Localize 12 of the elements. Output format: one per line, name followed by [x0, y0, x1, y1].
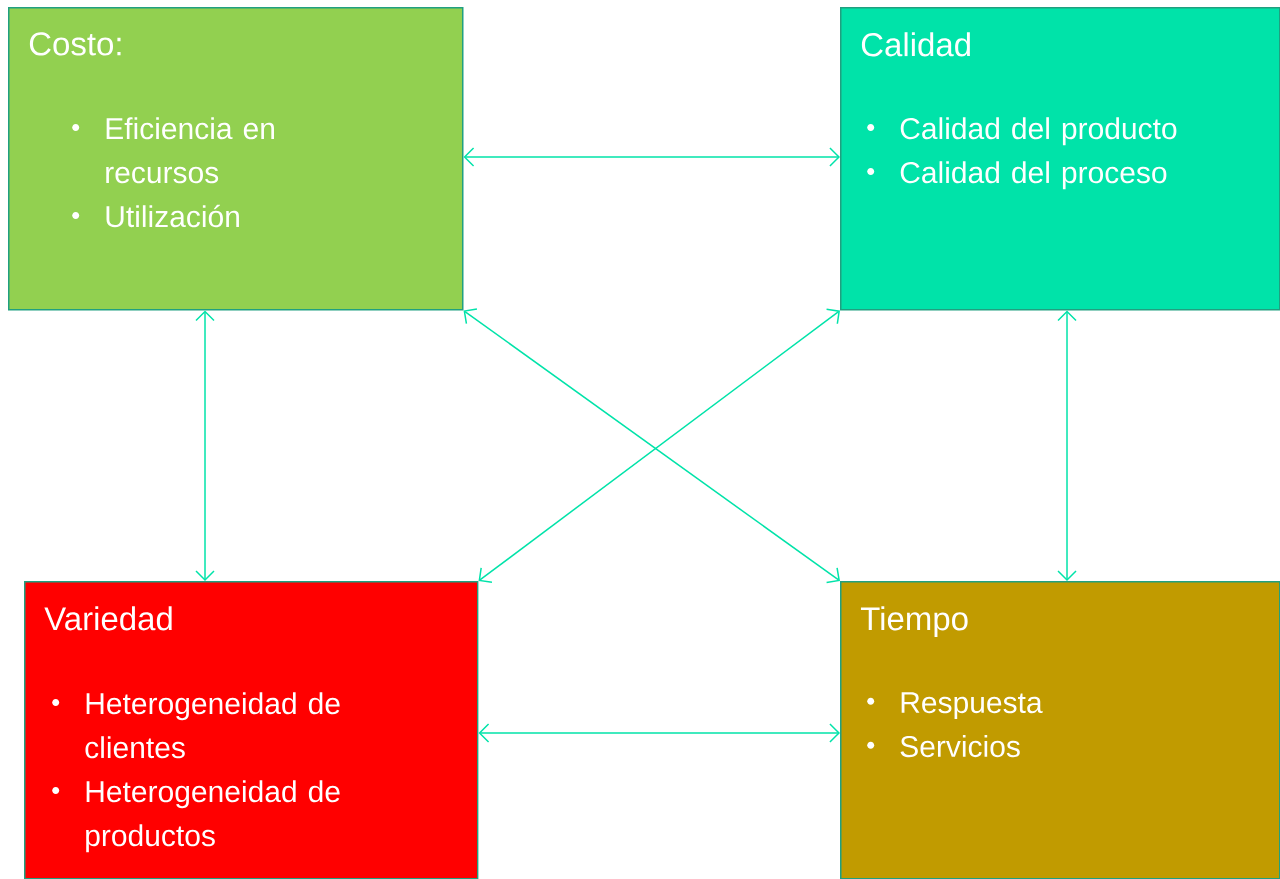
box-heading: Tiempo: [860, 606, 968, 637]
box-heading: Variedad: [44, 606, 172, 631]
double-arrow: [463, 147, 840, 167]
box-heading: Costo:: [29, 32, 121, 56]
bullet-list: Respuesta Servicios: [867, 692, 1043, 758]
bullet-list: Heterogeneidad de clientes Heterogeneidad de productos: [52, 692, 340, 853]
double-arrow: [478, 723, 840, 743]
box-heading: Calidad: [861, 32, 970, 57]
bullet-list: Eficiencia en recursos Utilización: [72, 117, 274, 228]
bullet-list: Calidad del producto Calidad del proceso: [867, 117, 1177, 190]
double-arrow: [195, 310, 215, 581]
double-arrow: [1057, 310, 1077, 581]
